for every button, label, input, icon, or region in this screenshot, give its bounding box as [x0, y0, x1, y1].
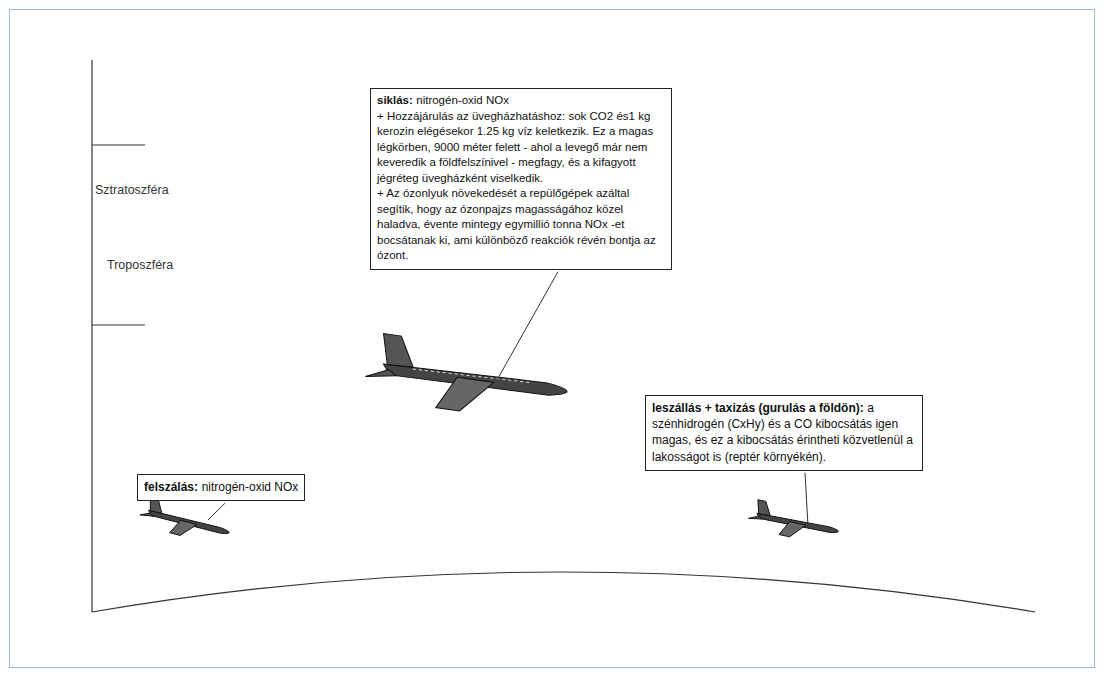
airplane: [746, 499, 841, 547]
callout-heading: felszálás:: [144, 480, 198, 494]
callout-text: nitrogén-oxid NOx: [416, 94, 509, 106]
callout-box: leszállás + taxizás (gurulás a földön):a…: [645, 395, 923, 471]
altitude-axis: [91, 60, 92, 612]
callout-box: siklás:nitrogén-oxid NOx+ Hozzájárulás a…: [370, 88, 672, 270]
callout-text: nitrogén-oxid NOx: [202, 480, 299, 494]
layer-label: Troposzféra: [107, 258, 173, 272]
text-line: leszállás + taxizás (gurulás a földön):a…: [652, 400, 916, 465]
airplane: [362, 332, 571, 425]
callout-heading: leszállás + taxizás (gurulás a földön):: [652, 401, 864, 415]
text-line: felszálás: nitrogén-oxid NOx: [144, 479, 298, 495]
layer-label: Sztratoszféra: [95, 183, 169, 197]
airplane: [137, 495, 232, 547]
callout-text: + Az ózonlyuk növekedését a repülőgépek …: [377, 186, 665, 264]
leader-line: [805, 473, 808, 526]
layer-tick: [92, 145, 145, 146]
text-line: siklás:nitrogén-oxid NOx: [377, 93, 665, 109]
frame: [10, 10, 1095, 668]
layer-tick: [92, 325, 145, 326]
callout-heading: siklás:: [377, 94, 413, 106]
callout-text: + Hozzájárulás az üvegházhatáshoz: sok C…: [377, 109, 665, 187]
leader-line: [497, 272, 558, 380]
callout-box: felszálás: nitrogén-oxid NOx: [137, 474, 305, 501]
leader-line: [208, 503, 225, 520]
earth-surface: [92, 572, 1035, 612]
